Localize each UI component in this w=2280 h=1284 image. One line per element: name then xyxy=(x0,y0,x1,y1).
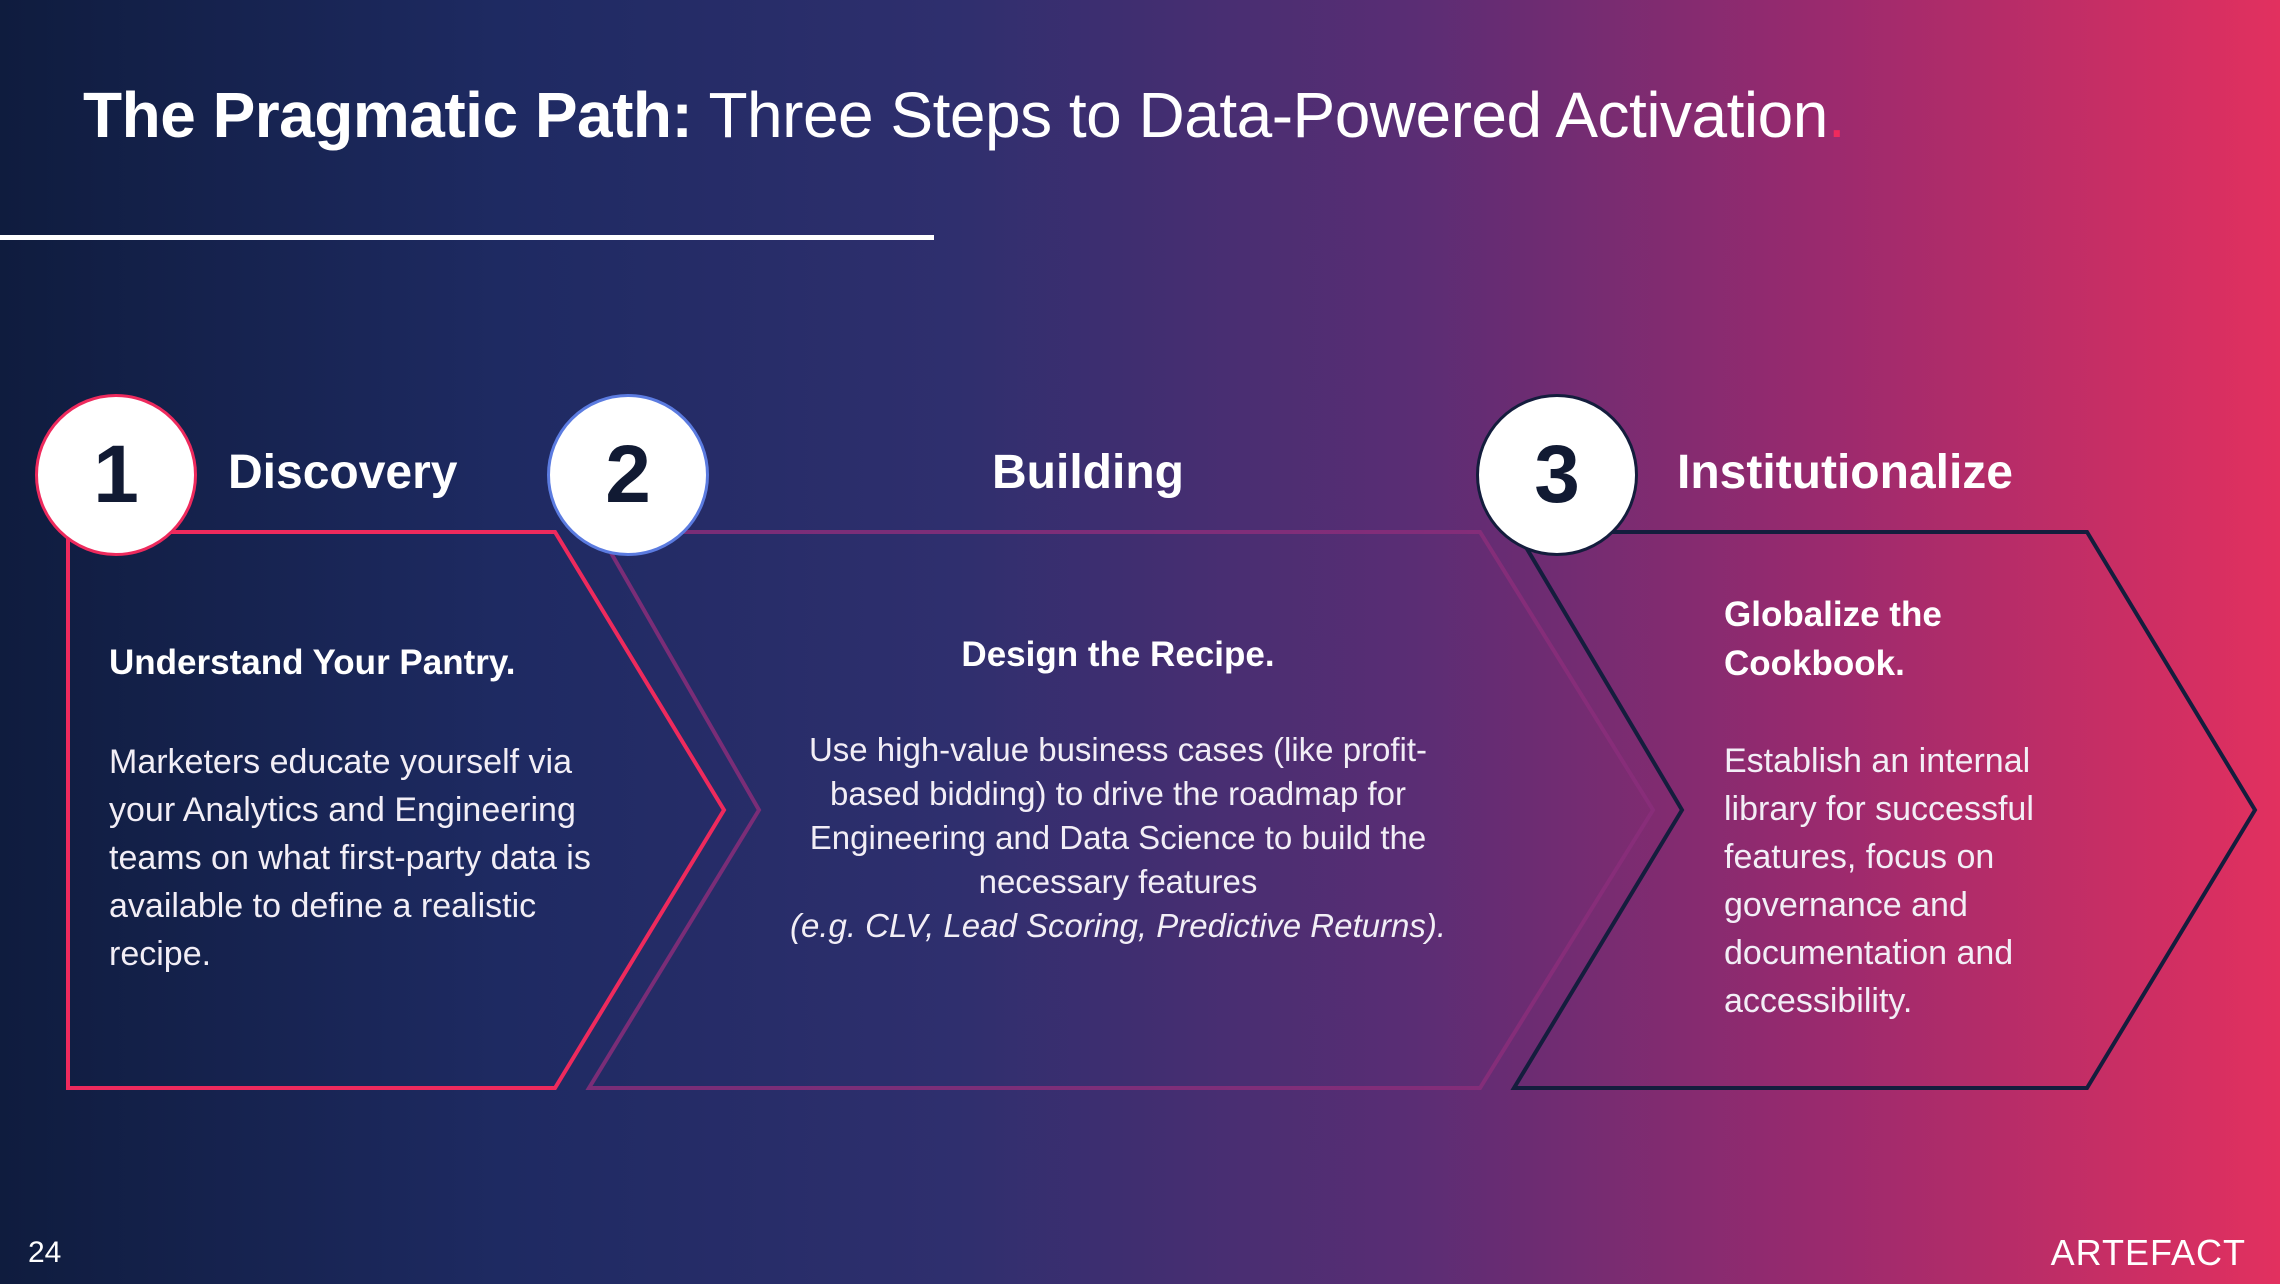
page-number: 24 xyxy=(28,1236,62,1269)
step-number: 3 xyxy=(1534,429,1580,520)
step-3-chevron xyxy=(1510,530,2258,1090)
step-3-number-badge: 3 xyxy=(1476,394,1638,556)
title-regular: Three Steps to Data-Powered Activation xyxy=(692,79,1828,151)
artefact-logo: ARTEFACT xyxy=(2050,1232,2246,1273)
step-1-heading: Discovery xyxy=(228,446,458,499)
step-3-heading: Institutionalize xyxy=(1677,446,2013,499)
step-2-subheading: Design the Recipe. xyxy=(961,635,1275,674)
step-2-body: Use high-value business cases (like prof… xyxy=(808,731,1428,900)
step-3-subheading: Globalize the Cookbook. xyxy=(1724,595,1942,683)
step-1-body: Marketers educate yourself via your Anal… xyxy=(109,743,591,973)
step-3-body: Establish an internal library for succes… xyxy=(1724,742,2034,1020)
step-1-number-badge: 1 xyxy=(35,394,197,556)
step-2-number-badge: 2 xyxy=(547,394,709,556)
step-2-body-block: Use high-value business cases (like prof… xyxy=(778,728,1458,948)
step-number: 2 xyxy=(605,429,651,520)
step-2-heading: Building xyxy=(992,446,1184,499)
step-2-chevron xyxy=(585,530,1656,1090)
step-1-subheading: Understand Your Pantry. xyxy=(109,643,516,682)
slide-title: The Pragmatic Path: Three Steps to Data-… xyxy=(83,78,1846,152)
step-number: 1 xyxy=(93,429,139,520)
step-2-body-examples: (e.g. CLV, Lead Scoring, Predictive Retu… xyxy=(789,907,1447,944)
title-bold: The Pragmatic Path: xyxy=(83,79,693,151)
step-1-chevron xyxy=(66,530,727,1090)
title-underline xyxy=(0,235,934,240)
title-dot: . xyxy=(1827,79,1846,151)
